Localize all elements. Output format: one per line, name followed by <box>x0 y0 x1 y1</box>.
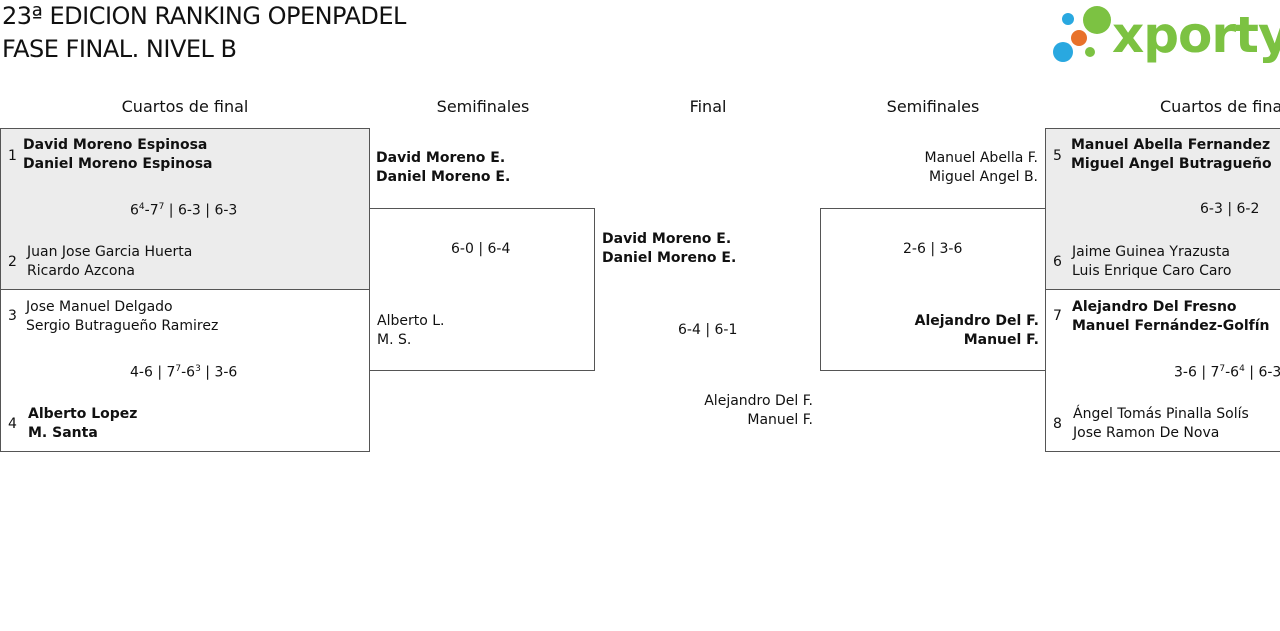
player-name: Jose Ramon De Nova <box>1073 425 1220 441</box>
logo-dots-icon <box>1053 6 1111 62</box>
score-final: 6-4 | 6-1 <box>678 322 738 338</box>
player-name: M. S. <box>377 332 412 348</box>
header-qf-left: Cuartos de final <box>121 97 249 116</box>
team-sf-left-b: Alberto L. M. S. <box>377 312 444 350</box>
team-qf1-b: Juan Jose Garcia Huerta Ricardo Azcona <box>27 243 192 281</box>
page-title: 23ª EDICION RANKING OPENPADEL <box>2 2 406 30</box>
team-final-a: David Moreno E. Daniel Moreno E. <box>602 230 736 268</box>
team-sf-left-a: David Moreno E. Daniel Moreno E. <box>376 149 510 187</box>
player-name: Ricardo Azcona <box>27 263 135 279</box>
team-sf-right-a: Manuel Abella F. Miguel Angel B. <box>838 149 1039 187</box>
team-final-b: Alejandro Del F. Manuel F. <box>613 392 813 430</box>
player-name: Manuel Abella F. <box>924 150 1039 166</box>
match-sf-right: 2-6 | 3-6 Alejandro Del F. Manuel F. <box>820 208 1046 371</box>
header-sf-right: Semifinales <box>886 97 980 116</box>
seed-1: 1 <box>8 148 17 164</box>
team-qf4-a: Alejandro Del Fresno Manuel Fernández-Go… <box>1072 298 1270 336</box>
team-qf4-b: Ángel Tomás Pinalla Solís Jose Ramon De … <box>1073 405 1249 443</box>
logo-text: xporty <box>1112 6 1280 64</box>
seed-7: 7 <box>1053 308 1062 324</box>
score-qf3: 6-3 | 6-2 <box>1200 201 1260 217</box>
player-name: Alejandro Del F. <box>704 393 813 409</box>
score-qf4: 3-6 | 77-64 | 6-3 <box>1174 364 1280 381</box>
player-name: Miguel Angel Butragueño <box>1071 156 1272 172</box>
seed-4: 4 <box>8 416 17 432</box>
seed-8: 8 <box>1053 416 1062 432</box>
player-name: Ángel Tomás Pinalla Solís <box>1073 406 1249 422</box>
match-qf3: 5 Manuel Abella Fernandez Miguel Angel B… <box>1045 128 1280 290</box>
team-qf2-b: Alberto Lopez M. Santa <box>28 405 137 443</box>
player-name: David Moreno E. <box>376 150 506 166</box>
team-qf3-a: Manuel Abella Fernandez Miguel Angel But… <box>1071 136 1272 174</box>
player-name: Alejandro Del F. <box>914 313 1039 329</box>
player-name: David Moreno E. <box>602 231 732 247</box>
player-name: Luis Enrique Caro Caro <box>1072 263 1232 279</box>
team-sf-right-b: Alejandro Del F. Manuel F. <box>839 312 1039 350</box>
player-name: Daniel Moreno E. <box>376 169 511 185</box>
score-qf2: 4-6 | 77-63 | 3-6 <box>130 364 238 381</box>
player-name: Alberto Lopez <box>28 406 138 422</box>
header-sf-left: Semifinales <box>436 97 530 116</box>
seed-2: 2 <box>8 254 17 270</box>
match-qf2: 3 Jose Manuel Delgado Sergio Butragueño … <box>0 289 370 452</box>
seed-3: 3 <box>8 308 17 324</box>
player-name: Manuel Fernández-Golfín <box>1072 318 1270 334</box>
player-name: Daniel Moreno Espinosa <box>23 156 213 172</box>
player-name: Manuel Abella Fernandez <box>1071 137 1271 153</box>
player-name: Alberto L. <box>377 313 445 329</box>
player-name: Daniel Moreno E. <box>602 250 737 266</box>
page-subtitle: FASE FINAL. NIVEL B <box>2 35 237 63</box>
score-sf-right: 2-6 | 3-6 <box>903 241 963 257</box>
player-name: Jaime Guinea Yrazusta <box>1072 244 1230 260</box>
player-name: Alejandro Del Fresno <box>1072 299 1237 315</box>
player-name: Jose Manuel Delgado <box>26 299 173 315</box>
score-sf-left: 6-0 | 6-4 <box>451 241 511 257</box>
match-qf4: 7 Alejandro Del Fresno Manuel Fernández-… <box>1045 289 1280 452</box>
header-final: Final <box>689 97 727 116</box>
team-qf3-b: Jaime Guinea Yrazusta Luis Enrique Caro … <box>1072 243 1231 281</box>
xporty-logo: xporty <box>1050 3 1280 67</box>
seed-5: 5 <box>1053 148 1062 164</box>
team-qf1-a: David Moreno Espinosa Daniel Moreno Espi… <box>23 136 213 174</box>
match-qf1: 1 David Moreno Espinosa Daniel Moreno Es… <box>0 128 370 290</box>
player-name: Juan Jose Garcia Huerta <box>27 244 193 260</box>
match-sf-left: 6-0 | 6-4 Alberto L. M. S. <box>369 208 595 371</box>
player-name: Manuel F. <box>747 412 813 428</box>
player-name: Miguel Angel B. <box>928 169 1038 185</box>
player-name: David Moreno Espinosa <box>23 137 208 153</box>
seed-6: 6 <box>1053 254 1062 270</box>
score-qf1: 64-77 | 6-3 | 6-3 <box>130 202 238 219</box>
header-qf-right: Cuartos de final <box>1160 97 1280 116</box>
team-qf2-a: Jose Manuel Delgado Sergio Butragueño Ra… <box>26 298 218 336</box>
player-name: M. Santa <box>28 425 98 441</box>
player-name: Manuel F. <box>963 332 1039 348</box>
player-name: Sergio Butragueño Ramirez <box>26 318 219 334</box>
